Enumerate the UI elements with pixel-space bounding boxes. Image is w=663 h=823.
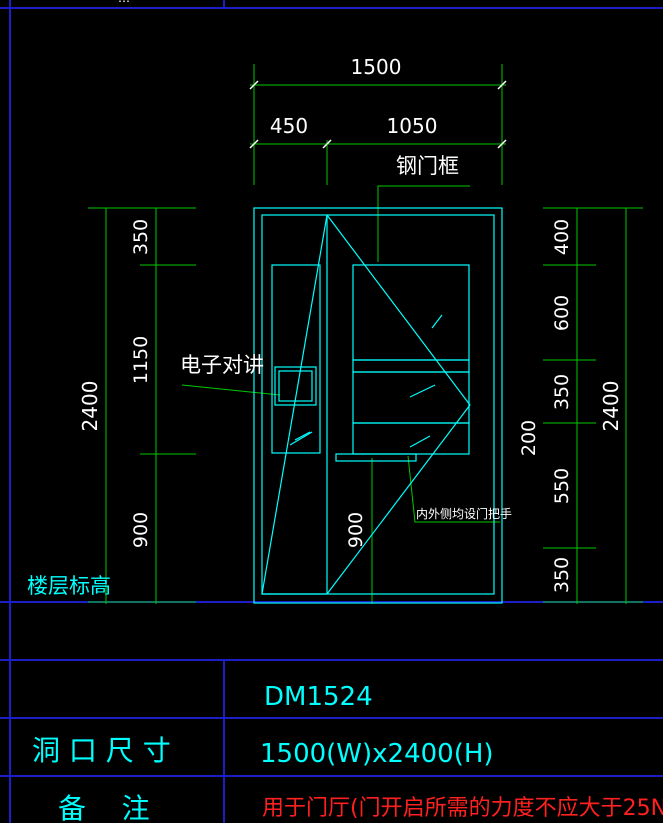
remark-label: 备 注 xyxy=(58,792,150,823)
big-leaf-glass-bottom xyxy=(352,422,470,455)
tick-5 xyxy=(497,139,507,149)
tick-1 xyxy=(249,80,259,90)
tick-2 xyxy=(497,80,507,90)
size-value: 1500(W)x2400(H) xyxy=(260,739,494,769)
glass-glint-2 xyxy=(289,431,313,446)
dim-right-seg-5: 350 xyxy=(551,557,573,593)
leader-intercom xyxy=(181,384,281,396)
dim-width-left: 450 xyxy=(270,114,308,138)
dim-right-seg-3: 350 xyxy=(551,374,573,410)
door-outer-frame xyxy=(253,207,503,604)
dim-width-right: 1050 xyxy=(387,114,438,138)
big-leaf-glass-bar xyxy=(352,359,470,373)
dim-inner-height: 900 xyxy=(345,512,367,548)
dim-left-seg-1: 350 xyxy=(130,219,152,255)
small-leaf-swing xyxy=(261,214,328,595)
remark-value: 用于门厅(门开启所需的力度不应大于25N) xyxy=(262,796,663,821)
tick-4 xyxy=(322,139,332,149)
door-handle xyxy=(335,453,417,462)
door-model-code: DM1524 xyxy=(264,682,373,712)
dim-handle-height: 200 xyxy=(518,420,540,456)
door-inner-frame xyxy=(261,214,495,595)
dim-right-seg-1: 400 xyxy=(551,219,573,255)
intercom-panel-outer xyxy=(274,366,317,406)
tick-3 xyxy=(249,139,259,149)
leader-frame xyxy=(377,185,470,262)
glass-glint-3 xyxy=(294,431,311,441)
top-fragment-text: … xyxy=(118,0,130,5)
dim-width-total: 1500 xyxy=(351,55,402,79)
big-leaf-swing xyxy=(326,214,471,595)
dim-right-total-height: 2400 xyxy=(599,381,623,432)
small-leaf-glass xyxy=(271,264,321,454)
dim-left-seg-3: 900 xyxy=(130,512,152,548)
dimension-ticks xyxy=(249,80,507,149)
size-label: 洞 口 尺 寸 xyxy=(32,734,171,767)
label-floor-level: 楼层标高 xyxy=(27,574,111,598)
glass-glint-5 xyxy=(409,435,431,448)
dim-right-seg-4: 550 xyxy=(551,468,573,504)
big-leaf-glass-top xyxy=(352,264,470,361)
dim-left-seg-2: 1150 xyxy=(130,336,152,384)
glass-glint-1 xyxy=(431,314,443,329)
dim-left-total-height: 2400 xyxy=(78,381,102,432)
dim-right-seg-2: 600 xyxy=(551,295,573,331)
door-outline xyxy=(253,207,503,604)
label-steel-frame: 钢门框 xyxy=(396,154,459,178)
dimension-lines xyxy=(88,64,643,604)
label-door-handle: 内外侧均设门把手 xyxy=(416,506,512,521)
intercom-panel-inner xyxy=(278,370,313,402)
glass-glint-4 xyxy=(409,384,436,398)
label-intercom: 电子对讲 xyxy=(180,353,264,377)
leader-handle xyxy=(407,455,500,523)
